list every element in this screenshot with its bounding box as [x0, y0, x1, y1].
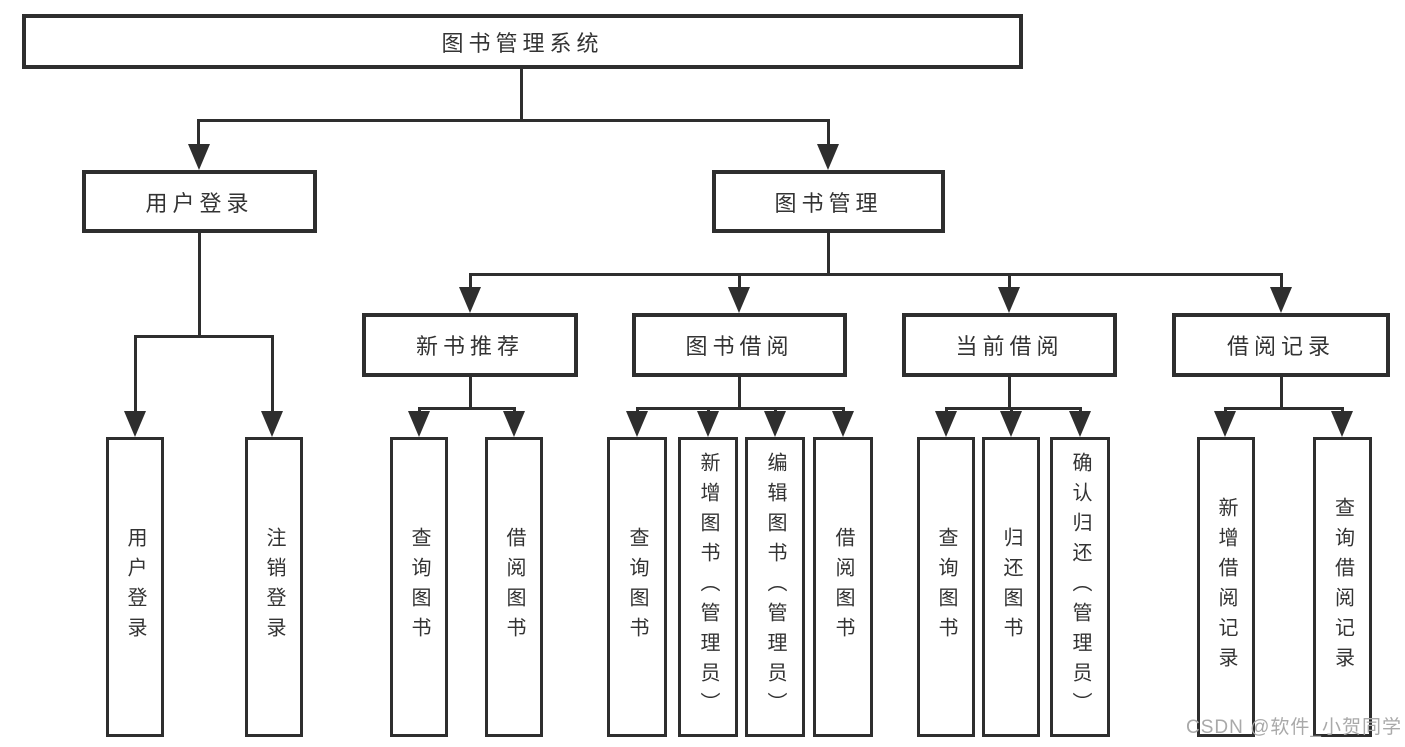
leaf-query-borrow-record-label: 查询借阅记录 — [1331, 497, 1354, 677]
leaf-query-borrow-record: 查询借阅记录 — [1313, 437, 1372, 737]
leaf-borrow-books-recommend-label: 借阅图书 — [503, 527, 525, 647]
leaf-edit-books-admin: 编辑图书（管理员） — [745, 437, 805, 737]
arrow-down-icon — [124, 411, 146, 437]
connector-line — [1224, 407, 1344, 410]
leaf-query-books-current-label: 查询图书 — [935, 527, 957, 647]
connector-line — [738, 273, 741, 289]
leaf-user-login: 用户登录 — [106, 437, 164, 737]
root-node-label: 图书管理系统 — [441, 30, 604, 56]
arrow-down-icon — [261, 411, 283, 437]
node-book-management: 图书管理 — [712, 170, 945, 233]
node-new-book-recommend-label: 新书推荐 — [415, 334, 524, 359]
leaf-borrow-books-recommend: 借阅图书 — [485, 437, 543, 737]
connector-line — [197, 119, 830, 122]
connector-line — [945, 407, 1082, 410]
connector-line — [636, 407, 845, 410]
csdn-watermark: CSDN @软件_小贺同学 — [1186, 717, 1402, 738]
connector-line — [198, 233, 201, 335]
arrow-down-icon — [998, 287, 1020, 313]
node-current-borrow-label: 当前借阅 — [955, 334, 1064, 359]
connector-line — [134, 335, 137, 413]
arrow-down-icon — [1069, 411, 1091, 437]
leaf-query-books-recommend-label: 查询图书 — [408, 527, 430, 647]
connector-line — [1280, 377, 1283, 410]
connector-line — [134, 335, 274, 338]
connector-line — [827, 119, 830, 147]
leaf-edit-books-admin-label: 编辑图书（管理员） — [764, 452, 786, 722]
connector-line — [197, 119, 200, 147]
connector-line — [827, 233, 830, 275]
node-current-borrow: 当前借阅 — [902, 313, 1117, 377]
arrow-down-icon — [764, 411, 786, 437]
leaf-logout: 注销登录 — [245, 437, 303, 737]
connector-line — [1008, 273, 1011, 289]
arrow-down-icon — [1270, 287, 1292, 313]
node-new-book-recommend: 新书推荐 — [362, 313, 578, 377]
node-user-login-label: 用户登录 — [145, 190, 254, 216]
arrow-down-icon — [832, 411, 854, 437]
arrow-down-icon — [817, 144, 839, 170]
node-book-management-label: 图书管理 — [774, 190, 883, 216]
leaf-add-borrow-record-label: 新增借阅记录 — [1215, 497, 1237, 677]
arrow-down-icon — [408, 411, 430, 437]
arrow-down-icon — [728, 287, 750, 313]
leaf-query-books-current: 查询图书 — [917, 437, 975, 737]
node-book-borrow-label: 图书借阅 — [685, 334, 794, 359]
leaf-borrow-books-label: 借阅图书 — [832, 527, 854, 647]
leaf-add-books-admin: 新增图书（管理员） — [678, 437, 738, 737]
arrow-down-icon — [503, 411, 525, 437]
node-user-login: 用户登录 — [82, 170, 317, 233]
node-borrow-records: 借阅记录 — [1172, 313, 1390, 377]
leaf-query-books-borrow: 查询图书 — [607, 437, 667, 737]
leaf-user-login-label: 用户登录 — [124, 527, 146, 647]
leaf-logout-label: 注销登录 — [263, 527, 285, 647]
leaf-return-books-label: 归还图书 — [1000, 527, 1022, 647]
connector-line — [418, 407, 516, 410]
leaf-query-books-recommend: 查询图书 — [390, 437, 448, 737]
root-node-library-system: 图书管理系统 — [22, 14, 1023, 69]
connector-line — [469, 273, 472, 289]
leaf-add-books-admin-label: 新增图书（管理员） — [697, 452, 719, 722]
connector-line — [520, 69, 523, 122]
arrow-down-icon — [1000, 411, 1022, 437]
arrow-down-icon — [935, 411, 957, 437]
node-borrow-records-label: 借阅记录 — [1226, 334, 1335, 359]
arrow-down-icon — [697, 411, 719, 437]
leaf-borrow-books: 借阅图书 — [813, 437, 873, 737]
arrow-down-icon — [1331, 411, 1353, 437]
connector-line — [271, 335, 274, 413]
connector-line — [469, 273, 1283, 276]
connector-line — [738, 377, 741, 410]
arrow-down-icon — [1214, 411, 1236, 437]
connector-line — [469, 377, 472, 410]
arrow-down-icon — [626, 411, 648, 437]
leaf-confirm-return-admin: 确认归还（管理员） — [1050, 437, 1110, 737]
leaf-return-books: 归还图书 — [982, 437, 1040, 737]
leaf-add-borrow-record: 新增借阅记录 — [1197, 437, 1255, 737]
arrow-down-icon — [188, 144, 210, 170]
leaf-query-books-borrow-label: 查询图书 — [626, 527, 648, 647]
node-book-borrow: 图书借阅 — [632, 313, 847, 377]
leaf-confirm-return-admin-label: 确认归还（管理员） — [1069, 452, 1091, 722]
connector-line — [1280, 273, 1283, 289]
arrow-down-icon — [459, 287, 481, 313]
connector-line — [1008, 377, 1011, 410]
